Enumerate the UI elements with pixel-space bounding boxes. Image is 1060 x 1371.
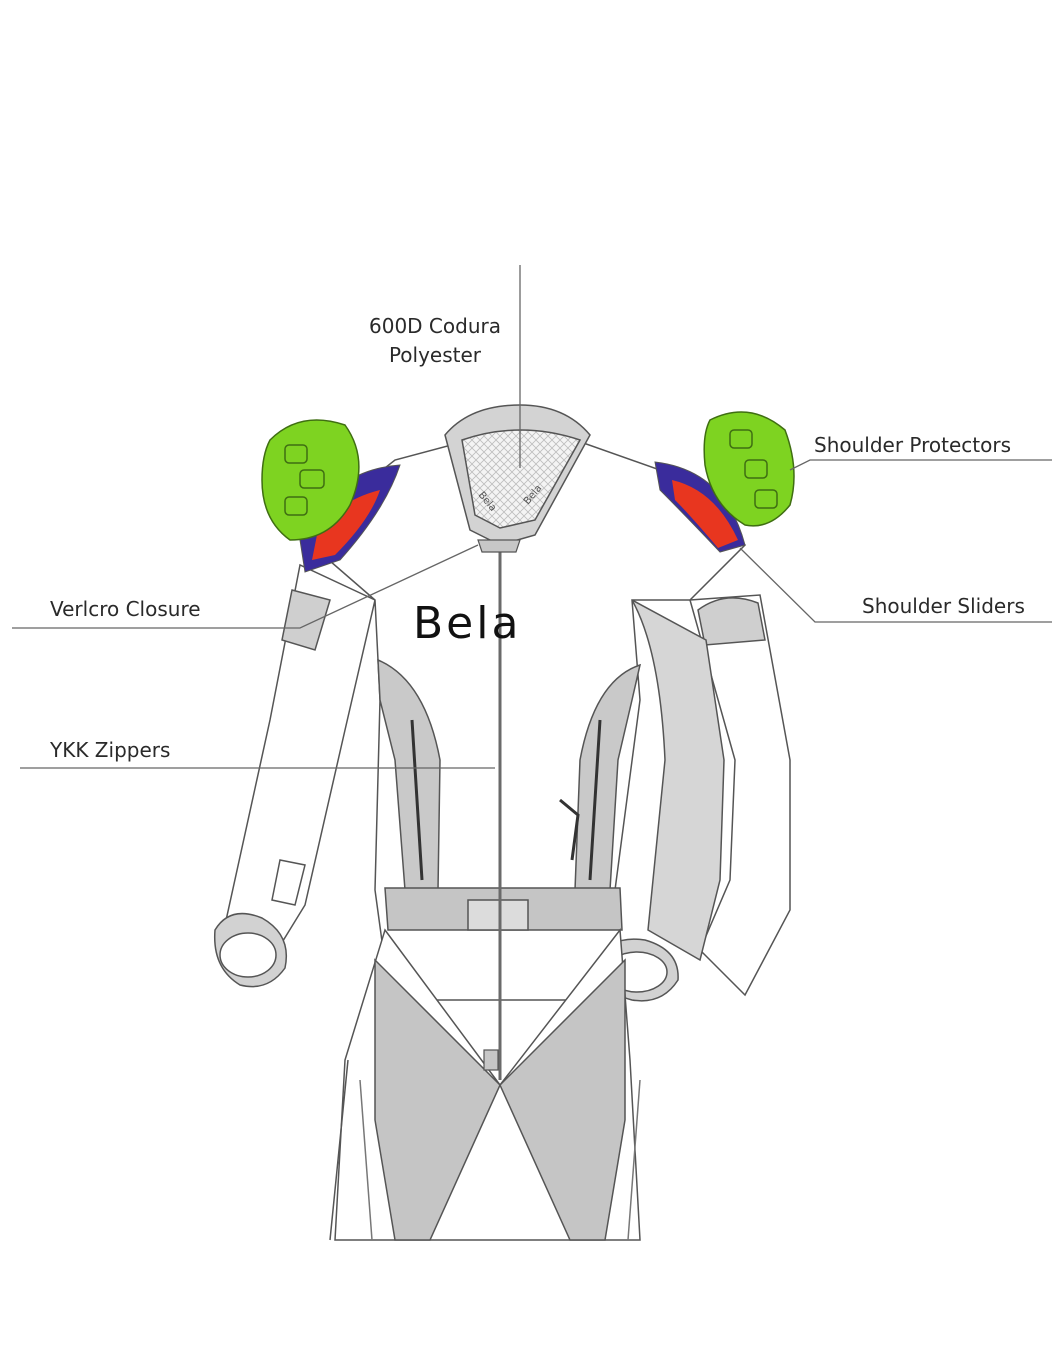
left-cuff [213, 912, 287, 988]
brand-logo: Bela [413, 598, 522, 649]
right-shoulder-slider [654, 461, 746, 553]
right-shoulder-protector [703, 411, 795, 527]
leader-velcro [12, 544, 479, 629]
collar: Bela Bela [444, 404, 591, 546]
label-codura-line2: Polyester [388, 343, 482, 367]
left-sleeve [224, 563, 376, 977]
leader-shoulder-protectors [789, 459, 1052, 471]
label-ykk-zippers: YKK Zippers [50, 738, 171, 762]
label-velcro-closure: Verlcro Closure [50, 597, 201, 621]
legs [329, 928, 641, 1241]
label-shoulder-protectors: Shoulder Protectors [814, 433, 1012, 457]
left-shoulder-protector [261, 419, 360, 541]
label-codura-line1: 600D Codura [369, 314, 501, 338]
torso [298, 439, 747, 1001]
right-sleeve [630, 594, 791, 997]
leader-lines [12, 265, 1052, 769]
leader-shoulder-sliders [739, 547, 1052, 623]
label-shoulder-sliders: Shoulder Sliders [862, 594, 1025, 618]
center-zipper [477, 539, 521, 1080]
label-600d-codura: 600D Codura Polyester [360, 312, 510, 370]
